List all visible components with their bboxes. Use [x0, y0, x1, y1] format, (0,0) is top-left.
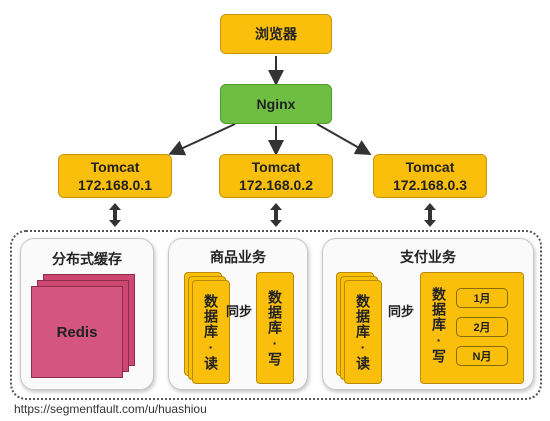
tomcat-name: Tomcat — [405, 159, 455, 175]
tomcat-node-1: Tomcat 172.168.0.1 — [58, 154, 172, 198]
services-container — [10, 230, 542, 400]
cache-title: 分布式缓存 — [52, 251, 122, 267]
arrow-nginx-tomcat1 — [168, 123, 236, 156]
tomcat-ip: 172.168.0.2 — [239, 177, 313, 193]
arrow-nginx-tomcat3 — [316, 123, 372, 155]
goods-title: 商品业务 — [210, 249, 266, 265]
tomcat-ip: 172.168.0.3 — [393, 177, 467, 193]
pay-sync-label: 同步 — [388, 304, 415, 319]
redis-label: Redis — [56, 323, 98, 341]
partition-pill: N月 — [456, 346, 508, 366]
nginx-node: Nginx — [220, 84, 332, 124]
goods-read-label: 数据库·读 — [203, 293, 219, 371]
browser-node: 浏览器 — [220, 14, 332, 54]
tomcat-node-2: Tomcat 172.168.0.2 — [219, 154, 333, 198]
pay-write-label: 数据库·写 — [431, 287, 447, 364]
pay-read-label: 数据库·读 — [355, 293, 371, 371]
goods-read-db: 数据库·读 — [192, 280, 230, 384]
tomcat-name: Tomcat — [251, 159, 301, 175]
tomcat-node-3: Tomcat 172.168.0.3 — [373, 154, 487, 198]
goods-write-db: 数据库·写 — [256, 272, 294, 384]
pay-read-db: 数据库·读 — [344, 280, 382, 384]
pay-title: 支付业务 — [400, 249, 456, 265]
browser-label: 浏览器 — [255, 26, 297, 42]
nginx-label: Nginx — [256, 96, 296, 112]
redis-block: Redis — [31, 286, 123, 378]
partition-pill: 2月 — [456, 317, 508, 337]
partition-pill: 1月 — [456, 288, 508, 308]
double-arrow-1 — [109, 203, 121, 227]
goods-sync-label: 同步 — [226, 304, 253, 319]
double-arrow-2 — [270, 203, 282, 227]
watermark: https://segmentfault.com/u/huashiou — [14, 402, 207, 416]
double-arrow-3 — [424, 203, 436, 227]
tomcat-ip: 172.168.0.1 — [78, 177, 152, 193]
goods-write-label: 数据库·写 — [267, 289, 283, 367]
tomcat-name: Tomcat — [90, 159, 140, 175]
